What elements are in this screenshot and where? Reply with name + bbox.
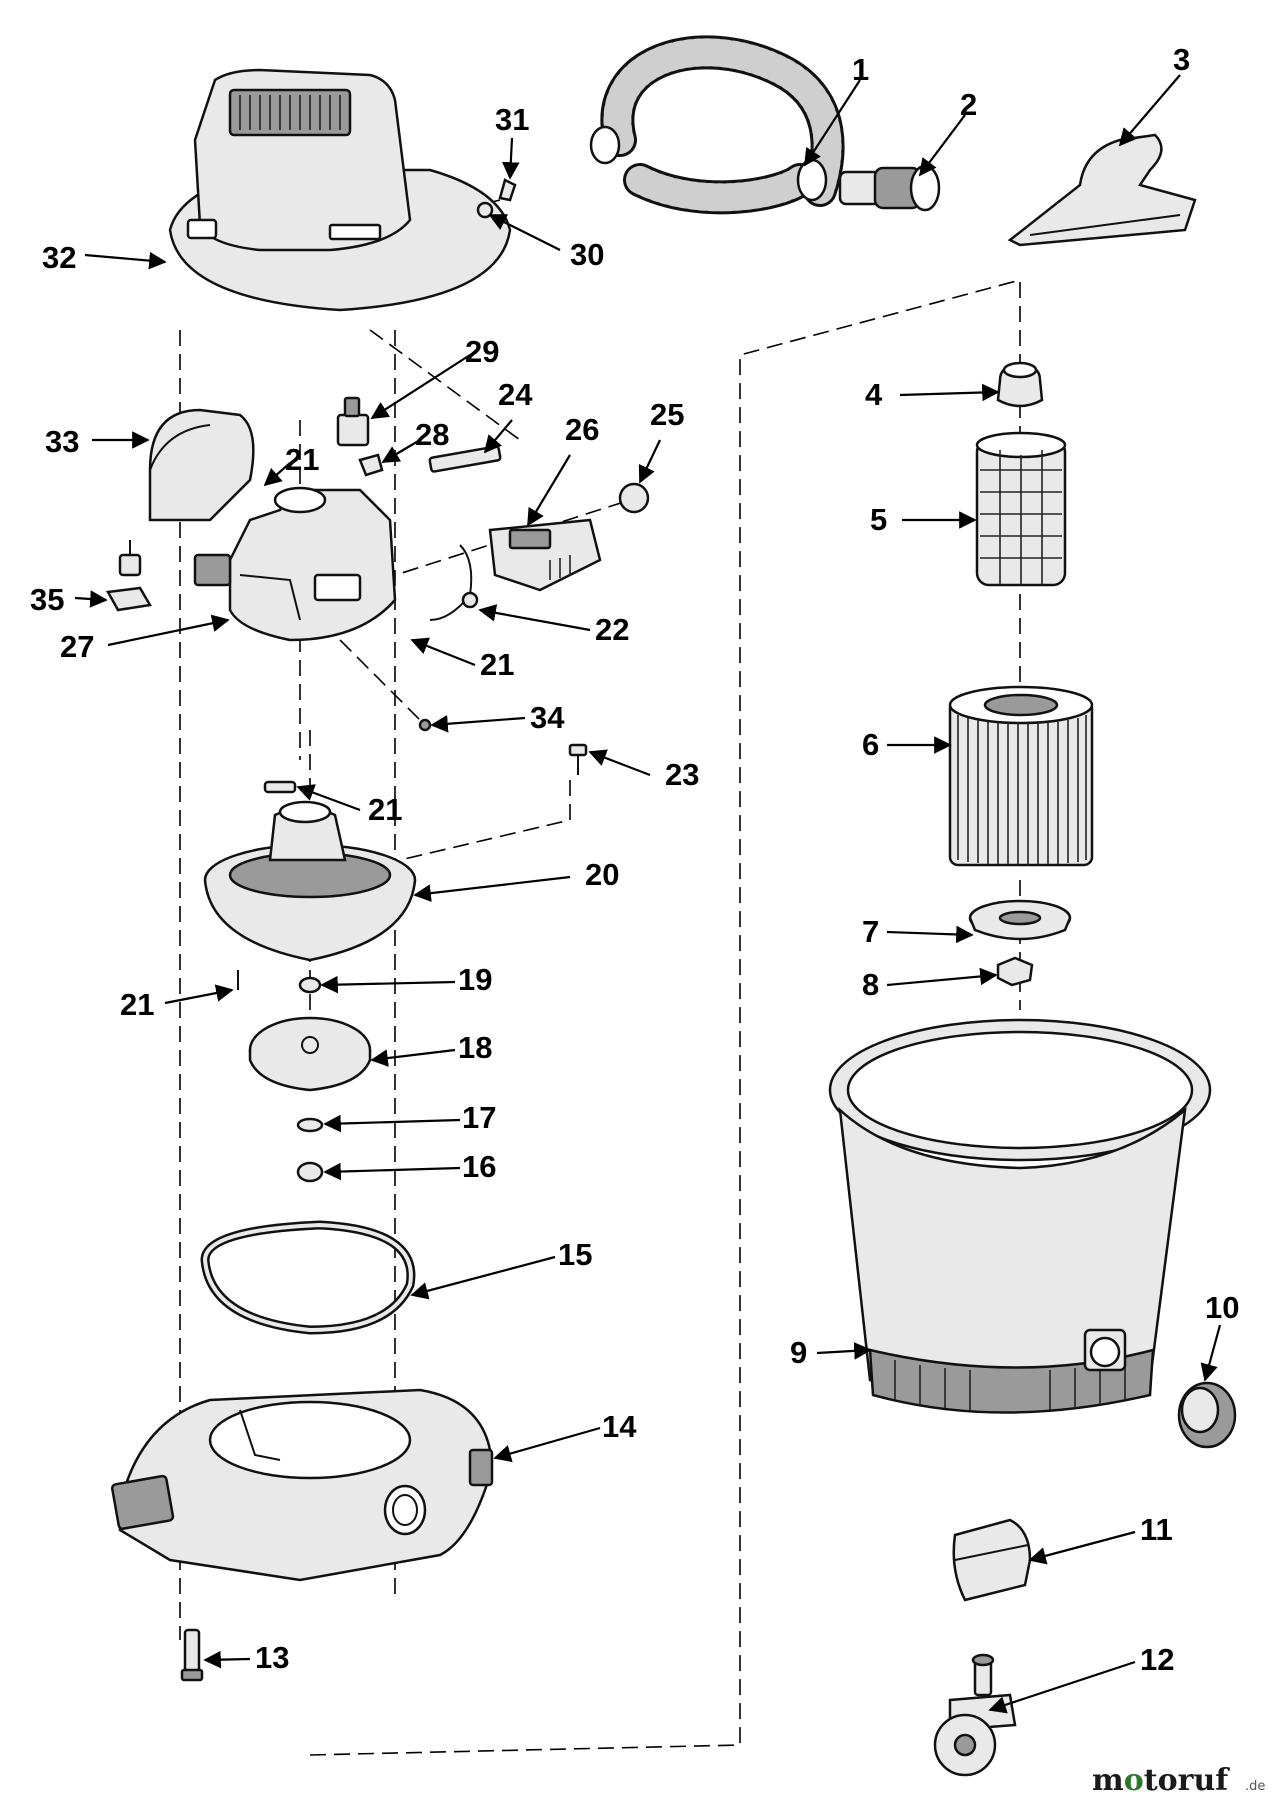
hose-connector-part [838,164,941,212]
label-21-lower: 21 [120,987,154,1022]
watermark-logo: motoruf .de [1092,1763,1265,1798]
lock-nut-part [296,1161,324,1183]
tank-drum-part [828,1018,1212,1414]
label-31: 31 [495,102,529,137]
label-8: 8 [862,967,879,1002]
bolt-part [180,1628,204,1682]
watermark-suffix: .de [1245,1779,1265,1794]
label-27: 27 [60,629,94,664]
label-2: 2 [960,87,977,122]
label-30: 30 [570,237,604,272]
hose-part [589,35,845,215]
cord-handle-part [118,408,255,577]
label-4: 4 [865,377,883,412]
small-clip-part [358,453,384,477]
label-22: 22 [595,612,629,647]
top-cover-part [168,68,512,312]
watermark-text: motoruf [1092,1763,1230,1798]
washer-part [296,1117,324,1133]
label-17: 17 [462,1100,496,1135]
label-21-top: 21 [285,442,319,477]
label-10: 10 [1205,1290,1239,1325]
filter-cage-part [975,431,1067,587]
label-23: 23 [665,757,699,792]
label-21-mid: 21 [368,792,402,827]
label-35: 35 [30,582,64,617]
gasket-ring-part [200,1220,416,1335]
small-plate-part [106,586,153,612]
label-25: 25 [650,397,684,432]
label-32: 32 [42,240,76,275]
label-15: 15 [558,1237,592,1272]
label-20: 20 [585,857,619,892]
label-12: 12 [1140,1642,1174,1677]
label-5: 5 [870,502,887,537]
label-34: 34 [530,700,565,735]
label-1: 1 [852,52,869,87]
label-19: 19 [458,962,492,997]
leader-arrows [74,74,1222,1714]
label-9: 9 [790,1335,807,1370]
impeller-disc-part [248,1016,372,1092]
label-28: 28 [415,417,449,452]
switch-bracket-part [488,518,602,592]
ball-float-part [618,482,650,514]
filter-base-disc-part [968,899,1072,941]
label-26: 26 [565,412,599,447]
label-29: 29 [465,334,499,369]
caster-wheel-part [933,1653,1017,1777]
wire-clip-part [429,544,479,621]
caster-base-part [952,1518,1032,1602]
small-screw-part [418,718,432,732]
pleated-filter-part [948,685,1094,867]
label-14: 14 [602,1409,637,1444]
nut-part [298,976,322,994]
label-3: 3 [1173,42,1190,77]
motor-assembly-part [203,800,417,962]
label-21-right: 21 [480,647,514,682]
label-18: 18 [458,1030,492,1065]
label-13: 13 [255,1640,289,1675]
label-33: 33 [45,424,79,459]
label-6: 6 [862,727,879,762]
label-16: 16 [462,1149,496,1184]
lid-base-part [110,1388,494,1582]
filter-nut-part [996,956,1034,987]
switch-housing-part [193,486,397,642]
screw-clip-parts [476,178,517,219]
drain-cap-part [1177,1381,1237,1449]
floor-nozzle-part [1007,133,1197,247]
label-24: 24 [498,377,533,412]
switch-part [336,396,370,447]
screw-21-part [263,780,297,794]
label-11: 11 [1140,1512,1173,1547]
filter-cap-part [996,361,1044,408]
screw-23-part [568,743,588,775]
label-7: 7 [862,914,879,949]
part-number-labels: 1 2 3 4 5 6 7 8 9 10 11 12 13 14 15 16 1… [30,42,1239,1677]
